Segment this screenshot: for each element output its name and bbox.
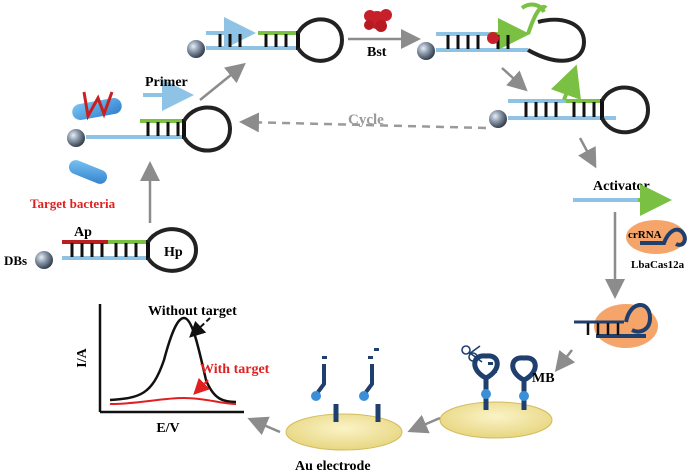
arrow-to-plot <box>247 416 281 436</box>
au-electrode <box>285 404 403 451</box>
with-target-curve <box>109 396 237 405</box>
released-hairpin <box>67 105 233 153</box>
lbacas12a-crrna-complex <box>626 220 687 254</box>
hp-label: Hp <box>164 245 183 260</box>
arrow-primer-binding <box>199 62 246 101</box>
arrow-to-activator <box>578 137 597 169</box>
without-target-curve <box>109 316 237 404</box>
voltammogram-plot <box>98 304 244 414</box>
magnetic-bead <box>489 110 507 128</box>
cleaved-fragment <box>488 362 497 373</box>
arrow-to-au-electrode <box>407 414 441 434</box>
mb-label: MB <box>532 371 555 386</box>
primer-hairpin-complex <box>187 17 345 63</box>
dbs-label: DBs <box>4 253 27 268</box>
cas-label: LbaCas12a <box>631 259 685 271</box>
arrow-to-mb-electrode <box>554 349 576 372</box>
mb-electrode <box>439 353 553 439</box>
scissors-icon <box>461 345 483 363</box>
arrow-to-displacement <box>501 67 528 92</box>
activated-cas12a-complex <box>574 303 658 348</box>
cycle-arrow <box>239 112 487 133</box>
without-target-label: Without target <box>148 304 237 319</box>
dbs-ap-hp-construct <box>35 227 199 273</box>
with-target-pointer <box>193 377 211 395</box>
target-bacterium <box>68 160 108 184</box>
cycle-label: Cycle <box>348 112 384 128</box>
magnetic-bead <box>187 40 205 58</box>
x-axis-label: E/V <box>156 421 179 436</box>
without-target-pointer <box>189 317 211 338</box>
y-axis-label: I/A <box>75 347 90 367</box>
magnetic-bead <box>67 129 85 147</box>
bst-polymerase-icon <box>487 32 499 44</box>
target-bacteria-label: Target bacteria <box>30 196 116 211</box>
extension-complex <box>417 2 587 63</box>
au-electrode-label: Au electrode <box>295 459 371 474</box>
activator-label: Activator <box>593 179 650 194</box>
released-mb-fragment <box>311 356 327 401</box>
released-mb-fragment <box>359 348 379 401</box>
magnetic-bead <box>417 42 435 60</box>
strand-displacement-complex <box>489 64 651 135</box>
primer-label: Primer <box>145 75 188 90</box>
bacteria-aptamer-complex <box>72 91 122 121</box>
bst-label: Bst <box>367 45 387 60</box>
magnetic-bead <box>35 251 53 269</box>
ap-label: Ap <box>74 225 92 240</box>
crrna-label: crRNA <box>628 229 662 241</box>
with-target-label: With target <box>200 362 270 377</box>
bst-polymerase-icon <box>364 9 392 32</box>
